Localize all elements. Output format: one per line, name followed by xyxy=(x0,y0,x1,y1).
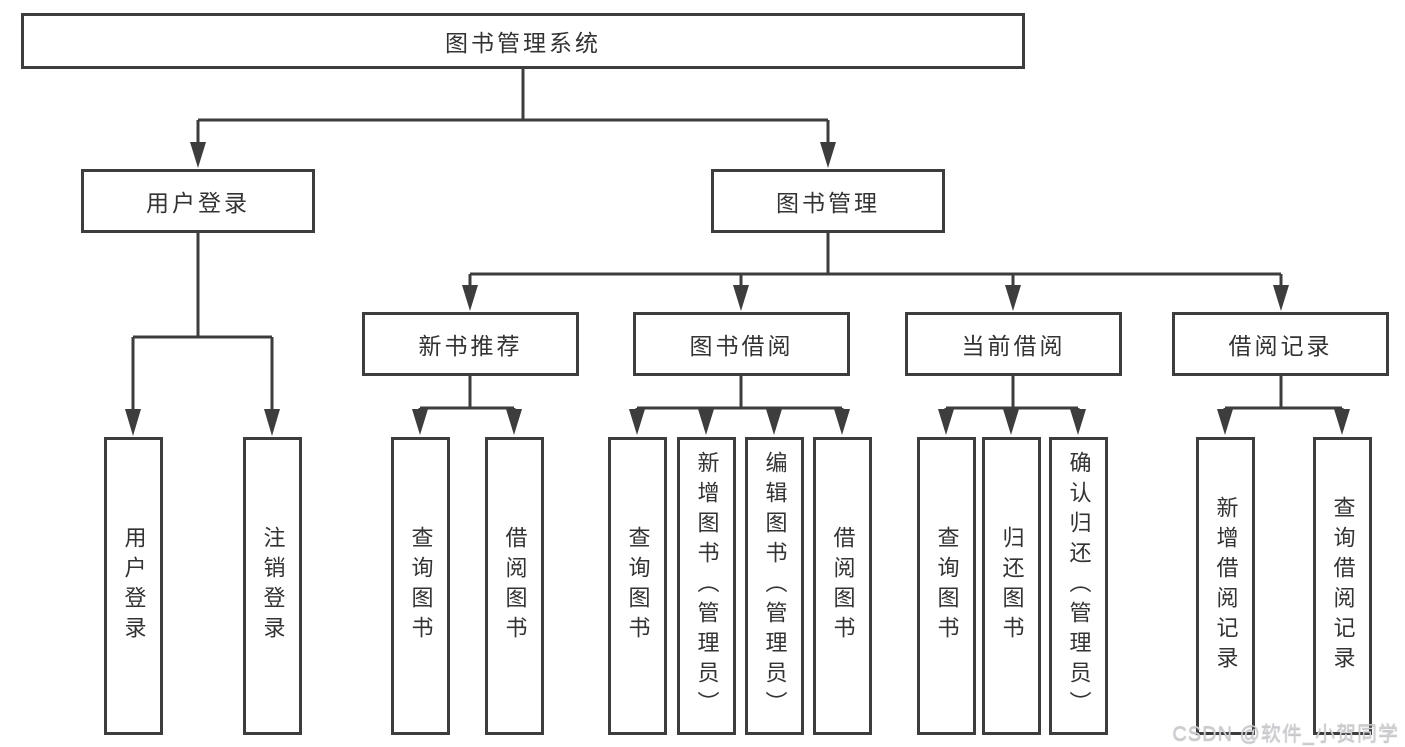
node-book-management: 图书管理 xyxy=(711,169,945,233)
node-label: 图书借阅 xyxy=(689,333,794,359)
node-label: 图书管理 xyxy=(776,190,880,216)
node-label: 借阅图书 xyxy=(830,526,856,646)
leaf-add-book-admin: 新增图书（管理员） xyxy=(677,437,736,735)
node-label: 借阅记录 xyxy=(1228,333,1333,359)
leaf-query-books: 查询图书 xyxy=(391,437,450,735)
node-label: 归还图书 xyxy=(999,526,1025,646)
node-new-book-recommendation: 新书推荐 xyxy=(362,312,579,376)
node-label: 查询借阅记录 xyxy=(1330,496,1356,676)
leaf-query-books-2: 查询图书 xyxy=(608,437,667,735)
watermark: CSDN @软件_小贺同学 xyxy=(1172,723,1399,745)
node-label: 用户登录 xyxy=(121,526,147,646)
node-label: 用户登录 xyxy=(146,190,250,216)
node-label: 新增图书（管理员） xyxy=(694,451,720,721)
node-label: 当前借阅 xyxy=(961,333,1066,359)
node-label: 查询图书 xyxy=(408,526,434,646)
leaf-user-login: 用户登录 xyxy=(104,437,163,735)
node-label: 查询图书 xyxy=(625,526,651,646)
node-label: 新增借阅记录 xyxy=(1213,496,1239,676)
node-label: 注销登录 xyxy=(260,526,286,646)
node-borrowing-records: 借阅记录 xyxy=(1172,312,1389,376)
node-user-login: 用户登录 xyxy=(81,169,315,233)
node-book-borrowing: 图书借阅 xyxy=(633,312,850,376)
node-label: 编辑图书（管理员） xyxy=(762,451,788,721)
node-label: 图书管理系统 xyxy=(445,30,601,56)
node-library-management-system: 图书管理系统 xyxy=(21,13,1025,69)
node-label: 新书推荐 xyxy=(418,333,523,359)
node-label: 确认归还（管理员） xyxy=(1066,451,1092,721)
node-label: 查询图书 xyxy=(934,526,960,646)
leaf-edit-book-admin: 编辑图书（管理员） xyxy=(745,437,804,735)
leaf-add-borrow-record: 新增借阅记录 xyxy=(1196,437,1255,735)
leaf-return-books: 归还图书 xyxy=(982,437,1041,735)
node-label: 借阅图书 xyxy=(502,526,528,646)
leaf-confirm-return-admin: 确认归还（管理员） xyxy=(1049,437,1108,735)
leaf-query-books-3: 查询图书 xyxy=(917,437,976,735)
leaf-borrow-books-2: 借阅图书 xyxy=(813,437,872,735)
leaf-logout: 注销登录 xyxy=(243,437,302,735)
leaf-query-borrow-record: 查询借阅记录 xyxy=(1313,437,1372,735)
leaf-borrow-books: 借阅图书 xyxy=(485,437,544,735)
node-current-borrowing: 当前借阅 xyxy=(905,312,1122,376)
